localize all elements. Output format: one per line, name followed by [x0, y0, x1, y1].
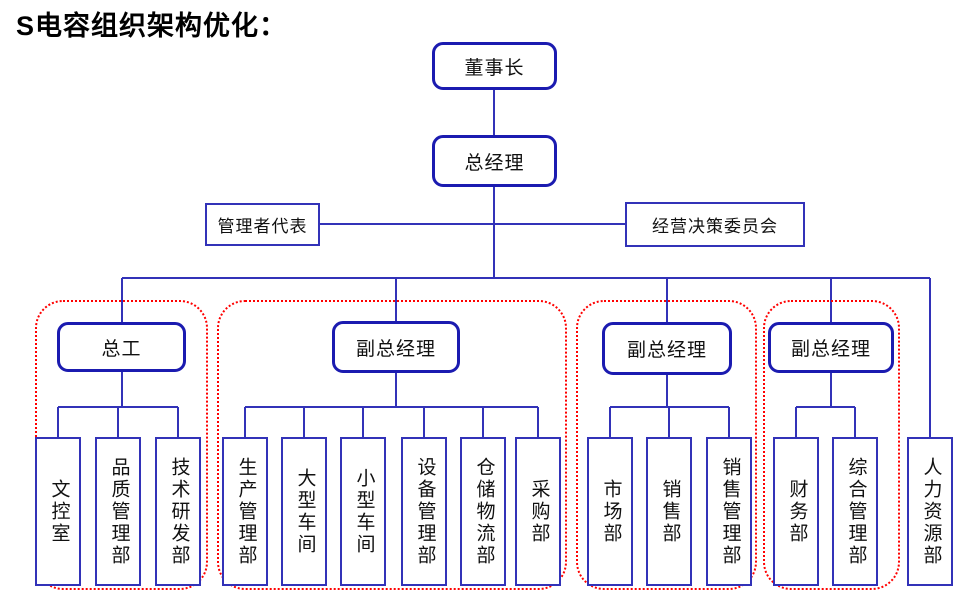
large-workshop-label: 大型车间 — [294, 467, 316, 556]
vice-gm-2-label: 副总经理 — [626, 340, 707, 361]
doc-control-office-label: 文控室 — [48, 478, 70, 545]
finance-dept-label: 财务部 — [786, 478, 808, 545]
tech-rd-dept-label: 技术研发部 — [168, 456, 190, 567]
hr-dept-label: 人力资源部 — [920, 456, 942, 567]
sales-management-label: 销售管理部 — [719, 456, 741, 567]
chairman-box: 董事长 — [432, 42, 557, 90]
vice-gm-1-label: 副总经理 — [355, 338, 436, 360]
procurement-dept-label: 采购部 — [528, 478, 550, 545]
sales-management-box: 销售管理部 — [706, 437, 752, 586]
vice-gm-3-label: 副总经理 — [790, 339, 871, 360]
group-outline-finance-admin — [763, 300, 900, 590]
group-outline-sales — [576, 300, 757, 590]
vice-gm-1-box: 副总经理 — [332, 321, 460, 373]
large-workshop-box: 大型车间 — [281, 437, 327, 586]
warehouse-logistics-box: 仓储物流部 — [460, 437, 506, 586]
management-rep-box: 管理者代表 — [205, 203, 320, 246]
vice-gm-2-box: 副总经理 — [602, 322, 732, 375]
tech-rd-dept-box: 技术研发部 — [155, 437, 201, 586]
committee-box: 经营决策委员会 — [625, 202, 805, 247]
chief-engineer-label: 总工 — [101, 338, 142, 360]
sales-dept-box: 销售部 — [646, 437, 692, 586]
quality-management-box: 品质管理部 — [95, 437, 141, 586]
warehouse-logistics-label: 仓储物流部 — [473, 456, 495, 567]
chief-engineer-box: 总工 — [57, 322, 186, 372]
management-rep-label: 管理者代表 — [217, 217, 308, 236]
finance-dept-box: 财务部 — [773, 437, 819, 586]
equipment-management-label: 设备管理部 — [414, 456, 436, 567]
sales-dept-label: 销售部 — [659, 478, 681, 545]
equipment-management-box: 设备管理部 — [401, 437, 447, 586]
general-management-label: 综合管理部 — [845, 456, 867, 567]
committee-label: 经营决策委员会 — [652, 217, 778, 236]
page-title: S电容组织架构优化： — [16, 11, 288, 41]
production-management-box: 生产管理部 — [222, 437, 268, 586]
group-outline-production — [217, 300, 567, 590]
vice-gm-3-box: 副总经理 — [768, 322, 894, 373]
marketing-dept-box: 市场部 — [587, 437, 633, 586]
marketing-dept-label: 市场部 — [600, 478, 622, 545]
production-management-label: 生产管理部 — [235, 456, 257, 567]
general-manager-box: 总经理 — [432, 135, 557, 187]
quality-management-label: 品质管理部 — [108, 456, 130, 567]
doc-control-office-box: 文控室 — [35, 437, 81, 586]
procurement-dept-box: 采购部 — [515, 437, 561, 586]
small-workshop-box: 小型车间 — [340, 437, 386, 586]
hr-dept-box: 人力资源部 — [907, 437, 953, 586]
general-manager-label: 总经理 — [464, 152, 525, 174]
chairman-label: 董事长 — [464, 57, 525, 79]
general-management-box: 综合管理部 — [832, 437, 878, 586]
small-workshop-label: 小型车间 — [353, 467, 375, 556]
